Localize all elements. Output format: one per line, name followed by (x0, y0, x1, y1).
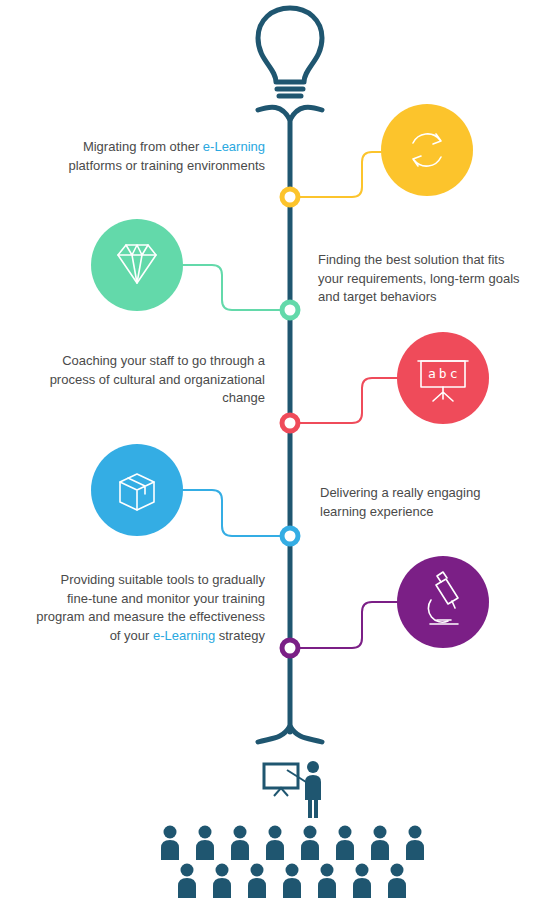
leader-line (182, 490, 284, 536)
person-body (266, 840, 284, 860)
audience-figures (161, 826, 424, 899)
person-body (231, 840, 249, 860)
person-head (374, 826, 387, 839)
person-body (353, 878, 371, 898)
person-head (181, 864, 194, 877)
leader-line (296, 152, 382, 197)
step-caption: Migrating from other e-Learning platform… (35, 138, 265, 175)
person-head (304, 826, 317, 839)
timeline-dot (282, 640, 298, 656)
leader-line (296, 378, 400, 423)
person-head (234, 826, 247, 839)
person-body (178, 878, 196, 898)
timeline-dot (282, 415, 298, 431)
diamond-icon (118, 245, 156, 283)
timeline-dot (282, 302, 298, 318)
person-body (371, 840, 389, 860)
person-body (213, 878, 231, 898)
step-caption: Coaching your staff to go through a proc… (35, 352, 265, 408)
person-body (248, 878, 266, 898)
person-body (318, 878, 336, 898)
person-body (406, 840, 424, 860)
step-caption: Delivering a really engaging learning ex… (320, 484, 520, 521)
person-body (336, 840, 354, 860)
timeline-dot (282, 528, 298, 544)
person-body (283, 878, 301, 898)
person-head (164, 826, 177, 839)
icon-circle (397, 332, 489, 424)
person-body (161, 840, 179, 860)
bulb-base (277, 89, 303, 96)
step-caption: Finding the best solution that fits your… (318, 251, 530, 307)
icon-circle (397, 556, 489, 648)
icon-circle (381, 104, 473, 196)
bulb-glass (258, 8, 322, 82)
board-letters: abc (428, 367, 460, 381)
person-head (251, 864, 264, 877)
highlight-word: e-Learning (153, 628, 215, 643)
person-body (388, 878, 406, 898)
person-head (409, 826, 422, 839)
person-head (391, 864, 404, 877)
box-icon (120, 474, 154, 510)
highlight-word: e-Learning (203, 139, 265, 154)
refresh-icon (413, 134, 441, 166)
leader-line (296, 602, 400, 648)
leader-line (182, 265, 284, 310)
person-head (269, 826, 282, 839)
timeline-dot (282, 189, 298, 205)
step-caption: Providing suitable tools to gradually fi… (33, 571, 265, 645)
person-body (301, 840, 319, 860)
person-head (339, 826, 352, 839)
icon-circle (91, 219, 183, 311)
easel-icon (418, 361, 468, 401)
person-body (196, 840, 214, 860)
bottom-bracket (258, 726, 322, 742)
microscope-icon (428, 572, 458, 624)
person-head (356, 864, 369, 877)
person-head (286, 864, 299, 877)
icon-circle (91, 444, 183, 536)
person-head (321, 864, 334, 877)
teacher-figure (264, 761, 321, 818)
person-head (199, 826, 212, 839)
person-head (216, 864, 229, 877)
